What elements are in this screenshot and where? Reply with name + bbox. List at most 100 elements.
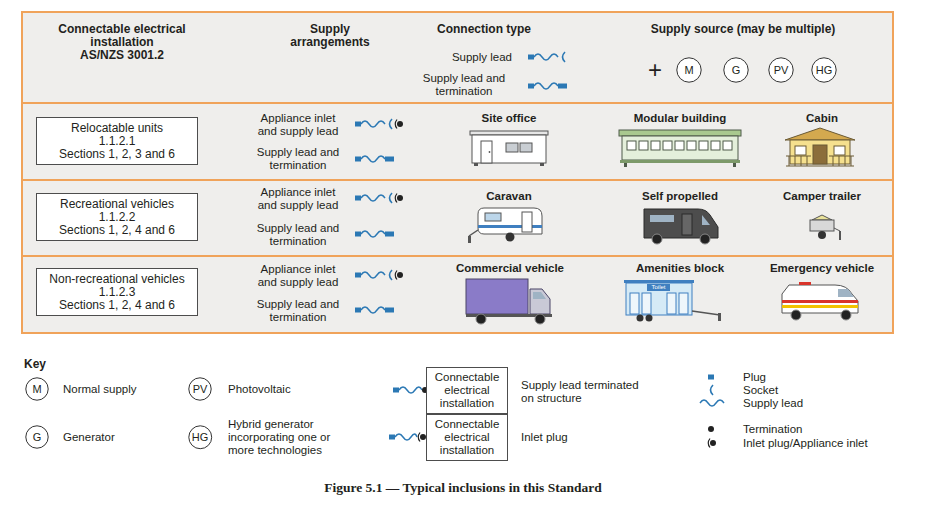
example-title: Site office — [444, 112, 574, 125]
legend-entry: Generator — [63, 431, 183, 444]
legend-text: Photovoltaic — [228, 383, 291, 395]
legend-entry: Normal supply — [63, 383, 183, 396]
site-office-illustration — [470, 131, 548, 166]
legend-entry: Inlet plug/Appliance inlet — [743, 437, 913, 450]
node-text: Sections 1, 2, 4 and 6 — [59, 299, 175, 312]
legend-text: Hybrid generator incorporating one or mo… — [228, 418, 330, 456]
amenities-block-illustration — [624, 280, 721, 322]
table-frame — [22, 102, 893, 104]
sign-text: Toilet — [647, 284, 671, 291]
circle-outline — [812, 58, 836, 82]
site-office-illustration — [540, 163, 544, 166]
amenities-block-illustration — [630, 293, 639, 314]
key-symbols — [711, 385, 714, 395]
supply-arrangement: Supply lead and termination — [252, 298, 344, 324]
legend-text: Supply lead terminated on structure — [521, 379, 639, 404]
camper-trailer-illustration — [812, 215, 832, 220]
connection-symbols — [528, 83, 567, 89]
key-installation-box: Connectable electrical installation — [426, 414, 508, 461]
site-office-illustration — [489, 151, 491, 153]
circle-outline — [724, 58, 748, 82]
commercial-vehicle-illustration — [533, 292, 546, 299]
modular-building-illustration — [663, 141, 672, 150]
example-title: Caravan — [444, 190, 574, 203]
key-symbols — [395, 434, 417, 440]
caravan-illustration — [506, 233, 515, 242]
cabin-illustration — [813, 145, 827, 164]
connection-symbols — [355, 119, 403, 129]
caravan-illustration — [468, 236, 471, 243]
node-text: Connectable electrical installation — [431, 371, 503, 410]
cabin-illustration — [790, 140, 850, 164]
site-office-illustration — [474, 163, 478, 166]
node-text: G — [33, 431, 42, 444]
modular-building-illustration — [651, 141, 660, 150]
site-office-illustration — [506, 143, 518, 152]
legend-text: Normal supply — [63, 383, 137, 395]
column-heading: Supply source (may be multiple) — [613, 23, 873, 36]
camper-trailer-illustration — [810, 215, 841, 240]
supply-arrangement: Appliance inlet and supply lead — [252, 263, 344, 289]
amenities-block-illustration — [692, 311, 720, 315]
motorhome-illustration — [650, 215, 674, 222]
legend-entry: Supply lead — [743, 397, 863, 410]
amenities-block-illustration — [647, 284, 670, 291]
key-symbols — [389, 435, 395, 440]
node-text: Connectable electrical installation — [431, 418, 503, 457]
supply-arrangement: Appliance inlet and supply lead — [252, 112, 344, 138]
legend-entry: Plug — [743, 371, 863, 384]
example-title: Self propelled — [615, 190, 745, 203]
node-text: Relocatable units — [71, 122, 163, 135]
modular-building-illustration — [687, 141, 696, 150]
node-text: Sections 1, 2, 3 and 6 — [59, 148, 175, 161]
key-circle: M — [25, 377, 49, 401]
supply-arrangement: Appliance inlet and supply lead — [252, 186, 344, 212]
installation-box: Recreational vehicles1.1.2.2Sections 1, … — [36, 193, 198, 241]
emergency-vehicle-illustration — [782, 305, 858, 308]
modular-building-illustration — [624, 163, 627, 167]
example-title: Amenities block — [615, 262, 745, 275]
caravan-illustration — [485, 213, 501, 221]
amenities-block-illustration — [667, 293, 676, 314]
node-text: M — [32, 383, 41, 396]
site-office-illustration — [520, 143, 532, 152]
legend-text: Generator — [63, 431, 115, 443]
supply-source-circle: M — [676, 57, 702, 83]
legend-entry: Termination — [743, 423, 863, 436]
supply-source-circle: G — [723, 57, 749, 83]
plus-sign: + — [643, 57, 667, 83]
node-text: G — [732, 64, 741, 77]
amenities-block-illustration — [626, 283, 692, 315]
motorhome-illustration — [652, 234, 662, 244]
commercial-vehicle-illustration — [535, 314, 545, 324]
modular-building-illustration — [619, 130, 741, 167]
node-text: HG — [816, 64, 833, 77]
modular-building-illustration — [639, 141, 648, 150]
legend-text: Plug — [743, 371, 766, 383]
amenities-block-illustration — [646, 315, 653, 322]
supply-arrangement: Supply lead and termination — [252, 146, 344, 172]
modular-building-illustration — [711, 141, 720, 150]
legend-text: Inlet plug — [521, 431, 568, 443]
column-heading: Connectable electrical installation — [47, 23, 197, 49]
connection-symbols — [355, 307, 394, 313]
figure-caption: Figure 5.1 — Typical inclusions in this … — [0, 480, 926, 496]
modular-building-illustration — [619, 130, 741, 136]
key-symbols — [399, 387, 422, 393]
legend-text: Inlet plug/Appliance inlet — [743, 437, 868, 449]
example-title: Camper trailer — [762, 190, 882, 203]
connection-symbols — [528, 52, 565, 62]
example-title: Cabin — [767, 112, 877, 125]
motorhome-illustration — [702, 215, 710, 225]
key-circle: G — [25, 425, 49, 449]
connection-symbols — [355, 270, 403, 280]
table-frame — [22, 255, 893, 257]
cabin-illustration — [785, 128, 855, 166]
installation-box: Relocatable units1.1.2.1Sections 1, 2, 3… — [36, 117, 198, 165]
modular-building-illustration — [723, 141, 732, 150]
table-frame — [22, 12, 893, 333]
motorhome-illustration — [644, 209, 718, 244]
legend-entry: Photovoltaic — [228, 383, 348, 396]
node-text: 1.1.2.1 — [99, 135, 136, 148]
node-text: PV — [774, 64, 789, 77]
